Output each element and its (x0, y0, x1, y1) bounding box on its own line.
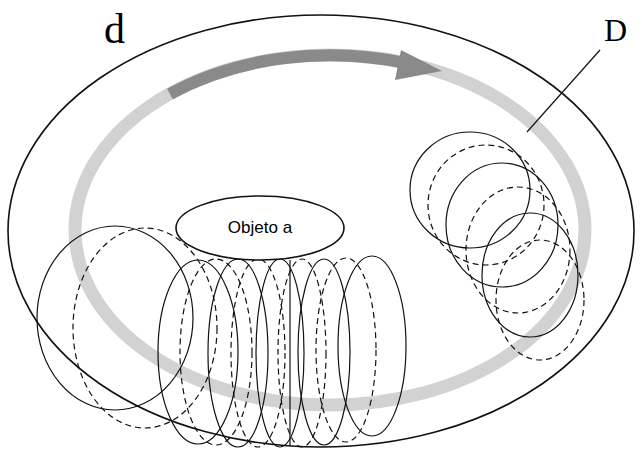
direction-label: d (104, 8, 125, 50)
meridian-circles-right (410, 132, 584, 360)
meridian-circles-bottom (158, 256, 406, 447)
object-label: Objeto a (228, 218, 292, 238)
leader-line (527, 50, 600, 132)
direction-arrow (170, 55, 405, 94)
arrow-head (395, 50, 442, 80)
diameter-label: D (604, 14, 627, 46)
torus-outline (8, 15, 634, 447)
meridian-circles-left (37, 226, 217, 428)
direction-band (75, 55, 585, 405)
hole-ellipse: Objeto a (175, 195, 345, 261)
